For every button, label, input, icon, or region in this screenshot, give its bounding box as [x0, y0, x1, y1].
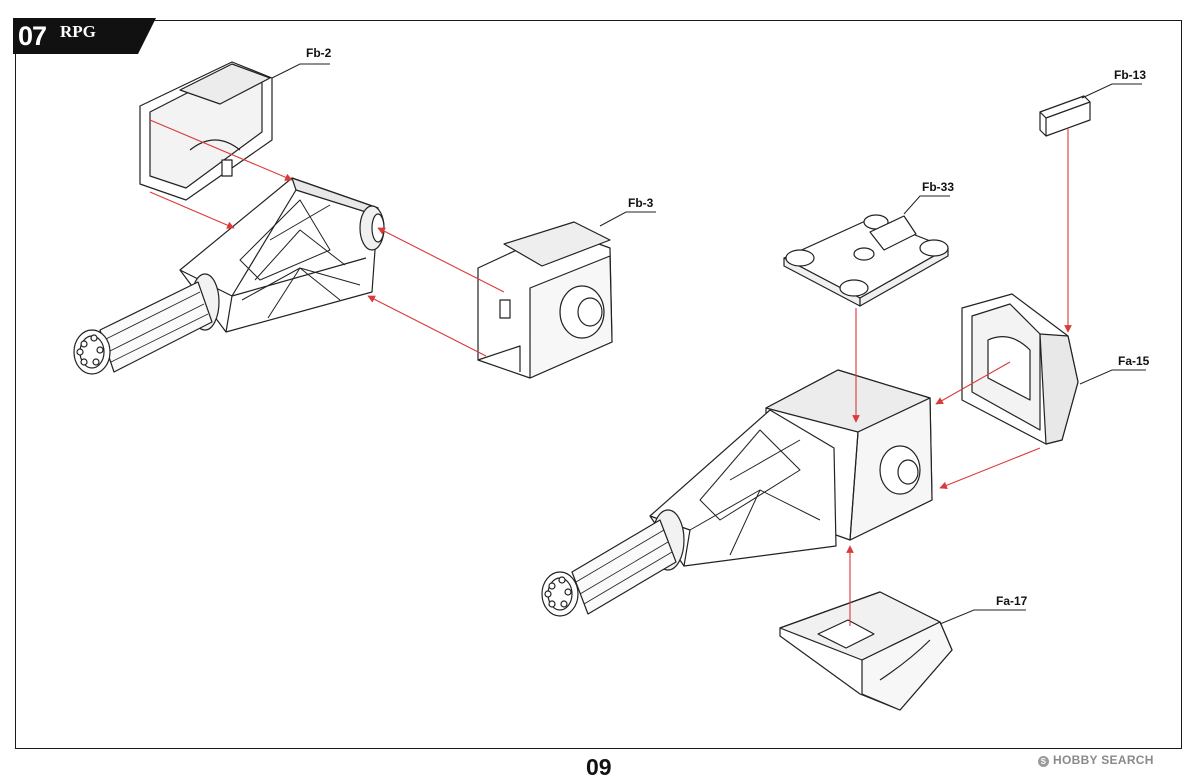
label-fb2: Fb-2 — [306, 46, 332, 60]
label-fa17: Fa-17 — [996, 594, 1028, 608]
hobby-search-logo-icon: S — [1038, 756, 1049, 767]
part-fb33-drawing — [783, 214, 949, 307]
brand-logo: RPG — [60, 22, 96, 41]
part-fb13-drawing — [1039, 95, 1091, 137]
watermark: S HOBBY SEARCH — [1038, 753, 1154, 767]
part-fa15-drawing — [961, 293, 1079, 445]
part-fa17-drawing — [779, 591, 953, 711]
step-number: 07 — [18, 21, 47, 51]
page-number: 09 — [586, 754, 612, 780]
step-badge — [13, 18, 156, 54]
part-fb2-drawing — [139, 61, 273, 201]
part-fb3-drawing — [477, 221, 613, 379]
page-frame — [15, 20, 1182, 749]
left-gatling-assembly — [73, 177, 385, 375]
label-fb33: Fb-33 — [922, 180, 955, 194]
label-fb3: Fb-3 — [628, 196, 654, 210]
assembly-arrows — [149, 119, 1072, 626]
right-gatling-assembly — [541, 369, 933, 617]
leader-lines — [271, 63, 1146, 625]
label-fa15: Fa-15 — [1118, 354, 1150, 368]
watermark-text: HOBBY SEARCH — [1053, 753, 1154, 767]
label-fb13: Fb-13 — [1114, 68, 1147, 82]
